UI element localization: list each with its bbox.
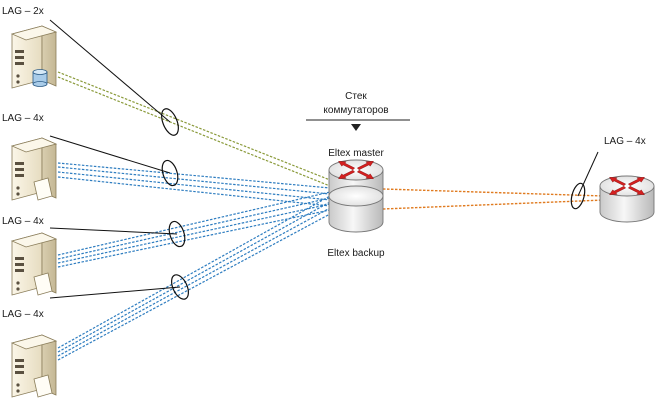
lag-callouts (49, 19, 599, 300)
link-lines (57, 71, 605, 361)
switch-stack: Стек коммутаторов Eltex master Eltex bac… (306, 91, 410, 259)
server-icon (10, 334, 58, 398)
server-icon (10, 25, 58, 89)
server-link-line (57, 201, 331, 353)
lag-callout-line (577, 151, 599, 197)
server-link-line (57, 191, 331, 256)
server-link-line (57, 213, 331, 361)
server-link-line (57, 176, 331, 207)
server-link-line (57, 203, 331, 264)
server-link-line (57, 71, 331, 181)
uplink-router: LAG – 4x (599, 136, 655, 223)
lag-callout-line (49, 19, 171, 123)
backup-switch-label: Eltex backup (327, 248, 385, 259)
stack-pointer-triangle-icon (351, 124, 361, 131)
uplink-lag-label: LAG – 4x (604, 136, 646, 147)
server-icon (10, 232, 58, 296)
server-link-line (57, 166, 331, 195)
lag-ellipse (171, 274, 189, 300)
document-icon (33, 272, 53, 296)
uplink-router-icon (599, 175, 655, 223)
server-icon (10, 137, 58, 201)
lag-ellipse (570, 182, 586, 210)
lag-ellipse (161, 108, 179, 136)
lag-callout-line (49, 286, 181, 299)
server-lag-label: LAG – 4x (2, 113, 44, 124)
uplink-line (382, 188, 605, 197)
server-link-line (57, 171, 331, 201)
document-icon (33, 374, 53, 398)
backup-switch-icon (328, 185, 384, 233)
server-link-line (57, 195, 331, 349)
servers-group: LAG – 2x LAG – 4x LAG – 4x LAG – 4x (2, 6, 58, 398)
stack-title-line2: коммутаторов (323, 105, 388, 116)
lag-ellipse (161, 159, 179, 187)
server-link-line (57, 207, 331, 357)
server-lag-label: LAG – 4x (2, 309, 44, 320)
uplink-line (382, 199, 605, 210)
stack-title-line1: Стек (345, 91, 367, 102)
lag-callout-line (49, 135, 171, 174)
lag-ellipse (168, 220, 186, 248)
master-switch-label: Eltex master (328, 148, 384, 159)
server-link-line (57, 209, 331, 268)
server-link-line (57, 197, 331, 260)
document-icon (33, 177, 53, 201)
server-lag-label: LAG – 2x (2, 6, 44, 17)
server-lag-label: LAG – 4x (2, 216, 44, 227)
lag-callout-line (49, 227, 178, 235)
server-link-line (57, 76, 331, 187)
server-link-line (57, 162, 331, 189)
